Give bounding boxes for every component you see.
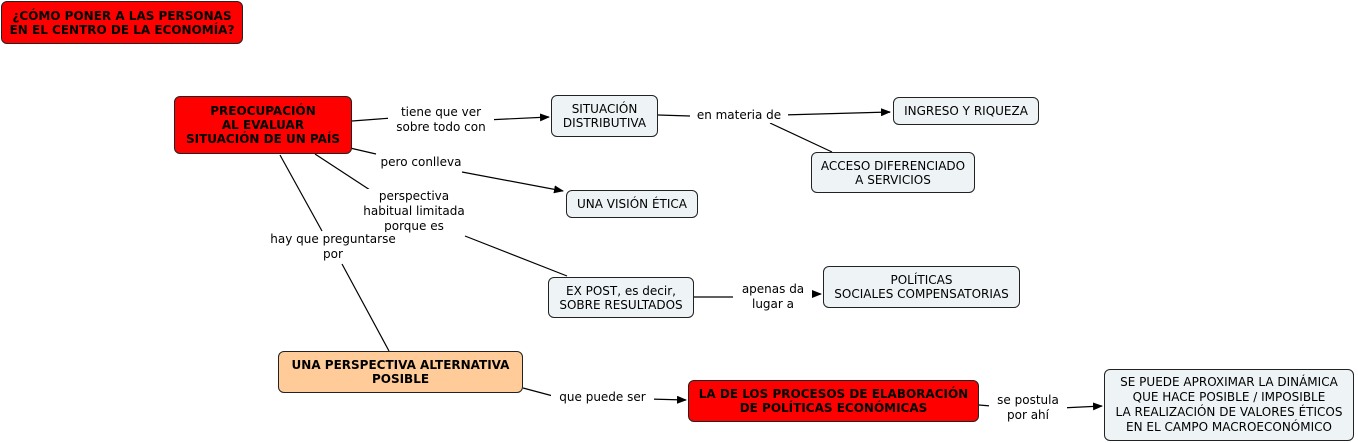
edge-label-tiene-situacion xyxy=(485,113,550,122)
node-ingreso-riqueza[interactable]: INGRESO Y RIQUEZA xyxy=(893,97,1039,125)
edge-label-preguntarse-alternativa xyxy=(341,263,390,352)
node-perspectiva-alternativa[interactable]: UNA PERSPECTIVA ALTERNATIVA POSIBLE xyxy=(278,351,523,393)
title-node[interactable]: ¿CÓMO PONER A LAS PERSONAS EN EL CENTRO … xyxy=(1,1,243,44)
node-vision-etica[interactable]: UNA VISIÓN ÉTICA xyxy=(566,190,698,218)
node-situacion-distributiva[interactable]: SITUACIÓN DISTRIBUTIVA xyxy=(551,95,658,137)
edge-preocupacion-label-perspectiva xyxy=(314,153,371,191)
edge-preocupacion-label-preguntarse xyxy=(279,154,323,232)
link-label-en-materia-de: en materia de xyxy=(690,108,788,123)
edge-label-materia-acceso xyxy=(769,122,833,153)
link-label-que-puede-ser: que puede ser xyxy=(551,390,654,405)
edge-label-postula-aproximar xyxy=(1060,402,1103,411)
node-procesos-elaboracion[interactable]: LA DE LOS PROCESOS DE ELABORACIÓN DE POL… xyxy=(688,380,979,422)
edge-label-puede-procesos xyxy=(647,395,687,404)
edge-label-materia-ingreso xyxy=(781,108,891,117)
node-politicas-compensatorias[interactable]: POLÍTICAS SOCIALES COMPENSATORIAS xyxy=(823,266,1020,308)
link-label-tiene-que-ver: tiene que ver sobre todo con xyxy=(388,105,494,135)
link-label-apenas-da-lugar: apenas da lugar a xyxy=(734,282,812,312)
link-label-se-postula: se postula por ahí xyxy=(989,393,1067,423)
node-acceso-servicios[interactable]: ACCESO DIFERENCIADO A SERVICIOS xyxy=(811,152,975,193)
edge-preocupacion-label-tiene xyxy=(351,117,393,122)
node-preocupacion[interactable]: PREOCUPACIÓN AL EVALUAR SITUACIÓN DE UN … xyxy=(174,96,352,154)
edge-alternativa-label-puede xyxy=(522,387,554,397)
edge-label-conlleva-vision xyxy=(461,171,564,194)
link-label-preguntarse: hay que preguntarse por xyxy=(262,232,404,262)
node-aproximar-dinamica[interactable]: SE PUEDE APROXIMAR LA DINÁMICA QUE HACE … xyxy=(1104,369,1354,441)
node-ex-post[interactable]: EX POST, es decir, SOBRE RESULTADOS xyxy=(548,277,694,318)
link-label-perspectiva-habitual: perspectiva habitual limitada porque es xyxy=(356,189,472,234)
edge-label-perspectiva-expost xyxy=(464,235,568,277)
link-label-pero-conlleva: pero conlleva xyxy=(374,155,468,170)
edge-situacion-label-materia xyxy=(657,114,691,117)
